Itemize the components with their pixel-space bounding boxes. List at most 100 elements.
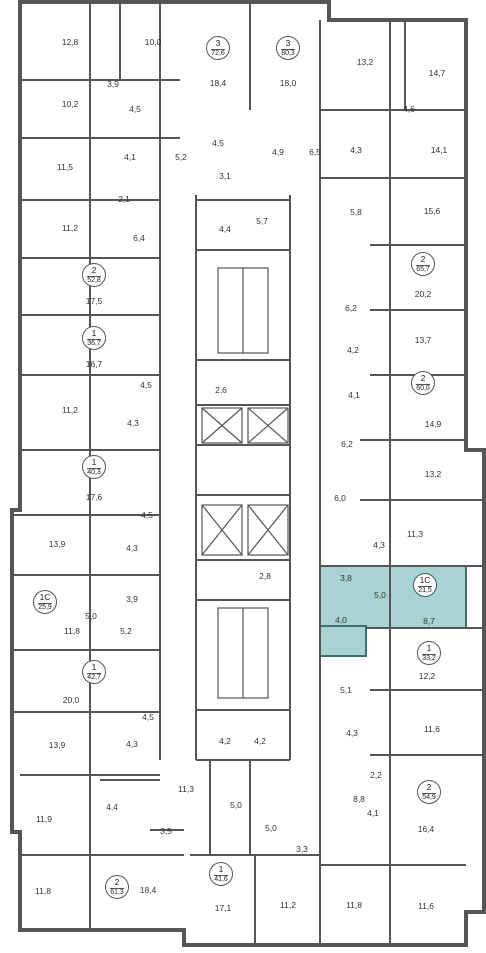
room-area-label: 4,3 xyxy=(373,539,385,550)
room-area-label: 6,2 xyxy=(345,302,357,313)
highlighted-apartment[interactable] xyxy=(319,565,467,657)
room-area-label: 13,7 xyxy=(414,334,432,345)
apartment-area: 54,9 xyxy=(422,792,436,801)
room-area-label: 11,8 xyxy=(35,885,51,896)
room-area-label: 11,2 xyxy=(280,899,296,910)
interior-walls xyxy=(12,2,484,945)
room-area-label: 5,0 xyxy=(265,822,277,833)
apartment-rooms: 1С xyxy=(419,574,431,585)
room-area-label: 4,3 xyxy=(127,417,139,428)
apartment-rooms: 2 xyxy=(91,264,97,275)
room-area-label: 4,4 xyxy=(219,223,231,234)
room-area-label: 4,5 xyxy=(141,509,153,520)
room-area-label: 18,4 xyxy=(139,884,157,895)
room-area-label: 8,7 xyxy=(423,615,435,626)
room-area-label: 5,8 xyxy=(350,206,362,217)
apartment-area: 25,9 xyxy=(38,602,52,611)
room-area-label: 4,1 xyxy=(367,807,379,818)
room-area-label: 4,0 xyxy=(335,614,347,625)
room-area-label: 3,9 xyxy=(126,593,138,604)
room-area-label: 11,3 xyxy=(178,783,194,794)
outer-walls xyxy=(10,0,486,947)
room-area-label: 10,2 xyxy=(61,98,79,109)
room-area-label: 4,1 xyxy=(124,151,136,162)
apartment-rooms: 2 xyxy=(420,372,426,383)
room-area-label: 11,6 xyxy=(418,900,434,911)
room-area-label: 4,2 xyxy=(219,735,231,746)
room-area-label: 11,8 xyxy=(64,625,80,636)
stairs-elevators xyxy=(201,267,289,699)
room-area-label: 11,5 xyxy=(57,161,73,172)
room-area-label: 2,2 xyxy=(370,769,382,780)
apartment-rooms: 1 xyxy=(91,456,97,467)
room-area-label: 18,4 xyxy=(209,77,227,88)
room-area-label: 3,1 xyxy=(219,170,231,181)
room-area-label: 4,5 xyxy=(212,137,224,148)
room-area-label: 5,0 xyxy=(230,799,242,810)
room-area-label: 11,6 xyxy=(424,723,440,734)
room-area-label: 14,9 xyxy=(424,418,442,429)
room-area-label: 18,0 xyxy=(279,77,297,88)
room-area-label: 14,1 xyxy=(430,144,448,155)
room-area-label: 11,3 xyxy=(407,528,423,539)
room-area-label: 3,9 xyxy=(107,78,119,89)
room-area-label: 13,9 xyxy=(48,739,66,750)
apartment-area: 72,6 xyxy=(211,48,225,57)
room-area-label: 5,0 xyxy=(85,610,97,621)
room-area-label: 4,1 xyxy=(348,389,360,400)
apartment-area: 41,6 xyxy=(214,874,228,883)
apartment-rooms: 2 xyxy=(426,781,432,792)
room-area-label: 13,2 xyxy=(424,468,442,479)
room-area-label: 5,0 xyxy=(374,589,386,600)
apartment-area: 40,3 xyxy=(87,467,101,476)
apartment-area: 61,3 xyxy=(110,887,124,896)
room-area-label: 16,7 xyxy=(85,358,103,369)
room-area-label: 3,8 xyxy=(340,572,352,583)
room-area-label: 4,3 xyxy=(126,542,138,553)
room-area-label: 13,9 xyxy=(48,538,66,549)
room-area-label: 4,3 xyxy=(350,144,362,155)
room-area-label: 16,4 xyxy=(417,823,435,834)
apartment-area: 60,0 xyxy=(416,383,430,392)
room-area-label: 4,6 xyxy=(403,103,415,114)
room-area-label: 10,0 xyxy=(144,36,162,47)
apartment-area: 42,7 xyxy=(87,672,101,681)
room-area-label: 6,0 xyxy=(334,492,346,503)
room-area-label: 4,9 xyxy=(272,146,284,157)
room-area-label: 6,5 xyxy=(309,146,321,157)
apartment-rooms: 3 xyxy=(285,37,291,48)
room-area-label: 13,2 xyxy=(356,56,374,67)
room-area-label: 4,2 xyxy=(347,344,359,355)
room-area-label: 11,8 xyxy=(346,899,362,910)
room-area-label: 5,1 xyxy=(340,684,352,695)
room-area-label: 4,4 xyxy=(106,801,118,812)
room-area-label: 11,2 xyxy=(62,404,78,415)
room-area-label: 11,9 xyxy=(36,813,52,824)
room-area-label: 2,1 xyxy=(118,193,130,204)
room-area-label: 2,8 xyxy=(259,570,271,581)
room-area-label: 17,5 xyxy=(85,295,103,306)
apartment-rooms: 1 xyxy=(218,863,224,874)
apartment-area: 80,3 xyxy=(281,48,295,57)
apartment-area: 36,7 xyxy=(87,338,101,347)
room-area-label: 12,2 xyxy=(418,670,436,681)
room-area-label: 20,2 xyxy=(414,288,432,299)
apartment-area: 33,2 xyxy=(422,653,436,662)
room-area-label: 2,6 xyxy=(215,384,227,395)
room-area-label: 12,8 xyxy=(61,36,79,47)
room-area-label: 17,1 xyxy=(214,902,232,913)
